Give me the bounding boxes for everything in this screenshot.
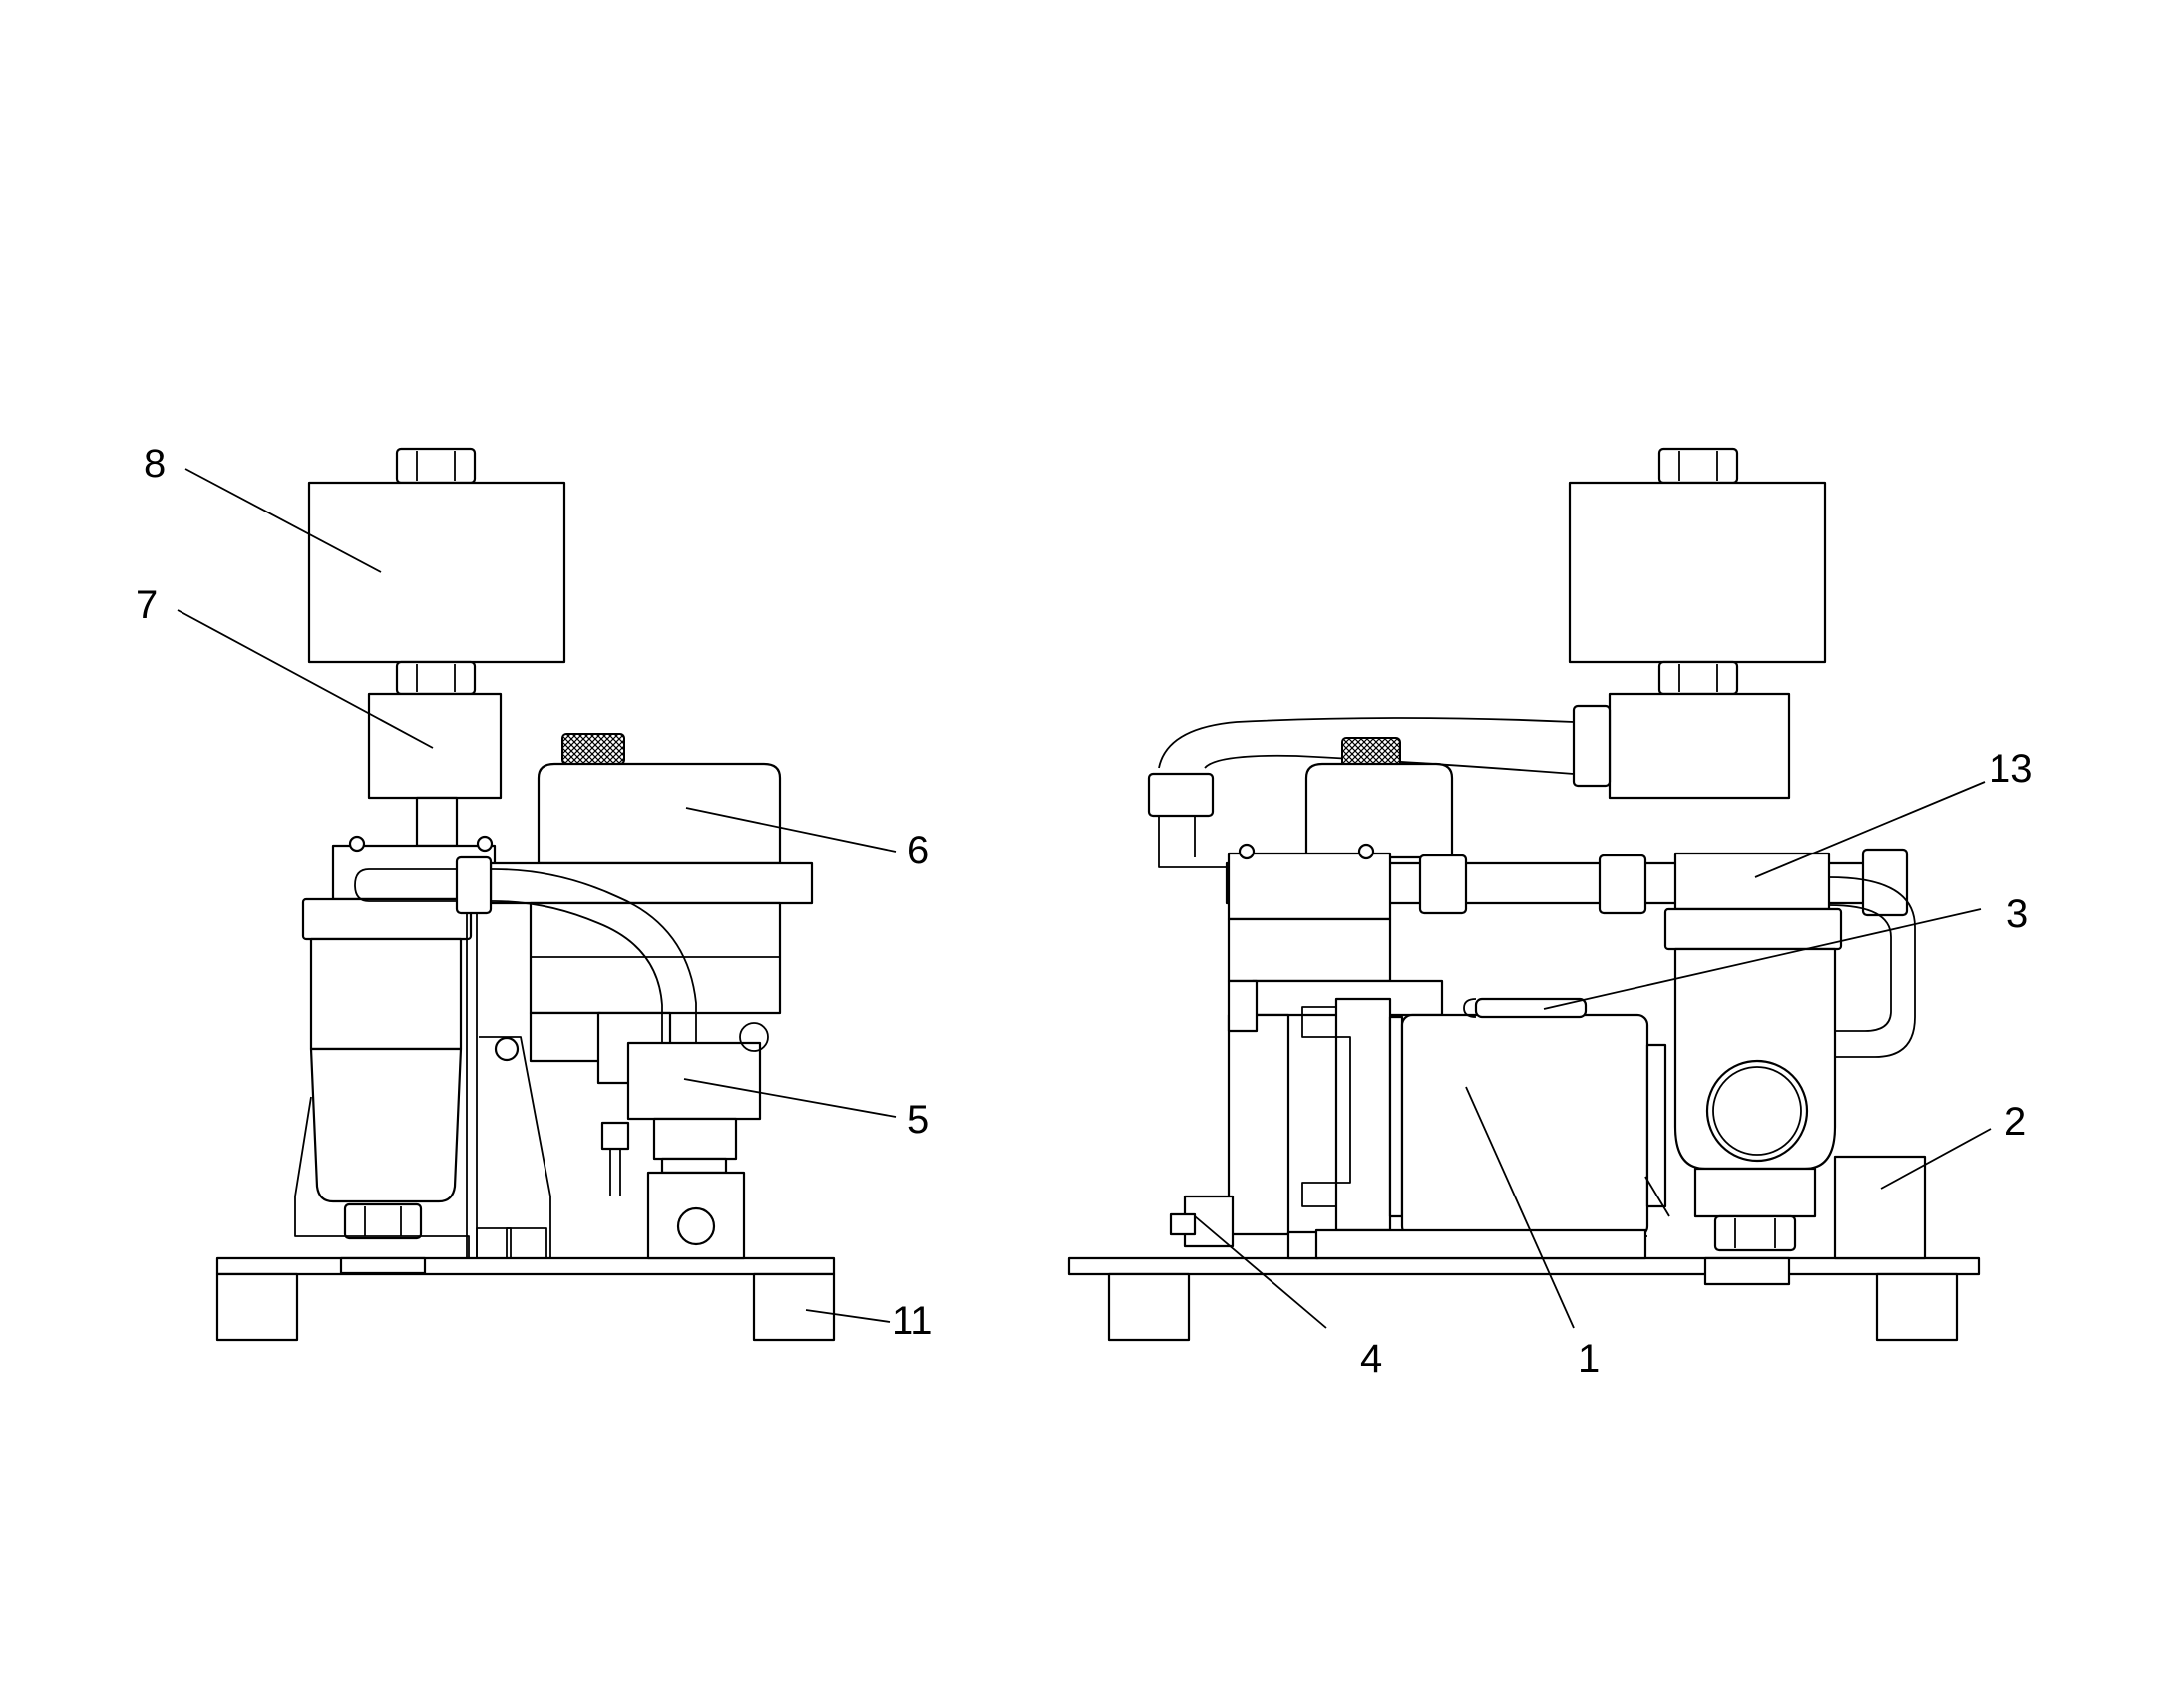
left-filter-bowl-lower [309,1047,463,1203]
right-top-nut [1657,447,1739,485]
left-pipe-fitting-nut [455,855,493,915]
leader-3 [1543,908,1982,1010]
leader-1 [1465,1086,1575,1329]
left-valve-block [367,692,503,800]
right-pipe-fitting-a [1418,854,1468,915]
left-solenoid-coil [307,481,566,664]
right-base-plate [1067,1256,1981,1276]
right-filter-collar [1663,907,1843,951]
callout-8: 8 [144,442,166,486]
right-view-assembly [1067,447,1981,1342]
callout-13: 13 [1989,747,2033,791]
right-motor-endbell [1334,997,1392,1232]
left-support-bracket [294,1036,551,1258]
callout-5: 5 [908,1098,929,1142]
right-left-filter-head [1227,852,1392,921]
left-pressure-switch-cap [537,762,782,865]
callout-7: 7 [136,583,158,627]
right-foot-left [1107,1272,1191,1342]
left-pressure-switch-flange [489,861,814,905]
callout-4: 4 [1360,1337,1382,1381]
right-valve-fitting-nut [1572,704,1612,788]
left-valve-stem [415,796,459,848]
callout-2: 2 [2004,1100,2026,1144]
left-bottom-washer [339,1256,427,1275]
right-hose-fitting-nut [1147,772,1215,818]
leader-4 [1194,1215,1327,1329]
right-pressure-switch-cap [1304,762,1454,859]
right-mid-nut [1657,660,1739,696]
right-motor-body [1400,1013,1649,1238]
left-foot-right [752,1272,836,1342]
right-side-tube [1828,876,1916,1058]
callout-11: 11 [892,1299,933,1343]
left-filter-collar [301,897,473,941]
left-filter-bowl [309,937,463,1051]
left-foot-left [215,1272,299,1342]
right-hose-loop [1158,717,1575,769]
right-solenoid-coil [1568,481,1827,664]
leader-7 [177,609,434,749]
left-top-nut [395,447,477,485]
right-terminal-block [1474,997,1588,1019]
left-pipe-bend [369,868,697,1043]
right-filter-port [1705,1059,1809,1163]
leader-8 [184,468,382,573]
leader-5 [683,1078,897,1118]
callout-labels: 8 7 6 5 11 13 3 2 4 1 [136,442,2033,1381]
right-pipe-fitting-c [1861,848,1909,917]
leader-6 [685,807,897,853]
leader-11 [805,1309,891,1323]
left-knurled-knob [561,733,625,765]
callout-3: 3 [2006,892,2028,936]
callout-1: 1 [1578,1337,1600,1381]
right-drain-nut [1713,1214,1797,1252]
left-base-plate [215,1256,836,1276]
right-valve-block [1608,692,1791,800]
leader-lines [177,468,1992,1329]
left-pressure-switch-body [529,901,782,1015]
right-left-bracket [1227,1013,1290,1236]
left-mid-nut [395,660,477,696]
callout-6: 6 [908,829,929,872]
right-foot-right [1875,1272,1959,1342]
left-drain-nut [343,1202,423,1240]
right-pipe-fitting-b [1598,854,1647,915]
leader-2 [1880,1128,1992,1190]
leader-13 [1754,781,1986,878]
right-filter-head [1673,852,1831,911]
left-view-assembly [215,447,836,1342]
right-bottom-washer [1703,1256,1791,1286]
